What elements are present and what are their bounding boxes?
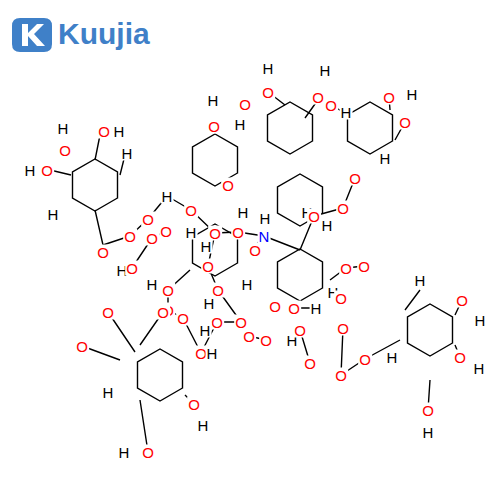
atom-label: O — [75, 339, 89, 354]
logo-text: Kuujia — [58, 16, 150, 52]
atom-label: O — [96, 245, 110, 260]
atom-label: H — [203, 296, 216, 311]
atom-label: H — [406, 87, 419, 102]
atom-label: H — [185, 225, 198, 240]
atom-label: H — [47, 207, 60, 222]
atom-label: O — [334, 291, 348, 306]
atom-label: O — [221, 178, 235, 193]
benzene-ring — [408, 304, 453, 356]
atom-label: H — [113, 124, 126, 139]
atom-label: H — [146, 277, 159, 292]
atom-label: H — [379, 151, 392, 166]
atom-label: H — [207, 93, 220, 108]
atom-label: O — [324, 98, 338, 113]
atom-label: O — [145, 231, 159, 246]
atom-label: O — [207, 119, 221, 134]
atom-label: O — [201, 259, 215, 274]
atom-label: H — [474, 313, 487, 328]
atom-label: H — [118, 445, 131, 460]
atom-label: O — [176, 311, 190, 326]
atom-label: O — [348, 171, 362, 186]
atom-label: H — [24, 163, 37, 178]
atom-label: O — [161, 283, 175, 298]
atom-label: O — [125, 261, 139, 276]
benzene-ring — [268, 102, 313, 154]
atom-label: O — [141, 445, 155, 460]
atom-label: O — [141, 212, 155, 227]
atom-label: H — [259, 211, 272, 226]
atom-label: O — [210, 315, 224, 330]
atom-label: O — [187, 397, 201, 412]
atom-label: O — [261, 85, 275, 100]
benzene-ring — [278, 174, 323, 226]
atom-label: O — [339, 261, 353, 276]
atom-label: O — [40, 163, 54, 178]
benzene-ring — [278, 249, 323, 301]
atom-label: H — [321, 218, 334, 233]
kuujia-logo-mark — [12, 18, 52, 52]
atom-label: H — [319, 63, 332, 78]
atom-label: H — [197, 418, 210, 433]
atom-label: H — [422, 425, 435, 440]
atom-label: O — [184, 203, 198, 218]
atom-label: O — [123, 229, 137, 244]
atom-label: O — [268, 299, 282, 314]
atom-label: H — [310, 301, 323, 316]
atom-label: O — [303, 356, 317, 371]
atom-label: O — [156, 305, 170, 320]
atom-label: H — [199, 323, 212, 338]
atom-label: O — [358, 352, 372, 367]
atom-label: H — [161, 189, 174, 204]
atom-label: O — [455, 293, 469, 308]
atom-label: H — [241, 277, 254, 292]
atom-label: O — [293, 323, 307, 338]
atom-label: H — [237, 205, 250, 220]
benzene-ring — [73, 159, 118, 211]
atom-label: O — [311, 90, 325, 105]
atom-label: O — [101, 305, 115, 320]
atom-label: H — [414, 273, 427, 288]
atom-label: O — [231, 225, 245, 240]
atom-label: H — [262, 61, 275, 76]
atom-label: O — [242, 329, 256, 344]
atom-label: O — [357, 259, 371, 274]
atom-label: H — [57, 121, 70, 136]
atom-label: O — [307, 209, 321, 224]
atom-label: H — [386, 350, 399, 365]
atom-label: H — [102, 385, 115, 400]
atom-label: O — [382, 90, 396, 105]
atom-label: O — [259, 333, 273, 348]
atom-label: H — [206, 346, 219, 361]
atom-label: O — [234, 315, 248, 330]
atom-label: N — [258, 229, 271, 244]
atom-label: O — [336, 201, 350, 216]
atom-label: O — [58, 143, 72, 158]
benzene-ring — [138, 349, 183, 401]
atom-label: O — [336, 321, 350, 336]
atom-label: O — [97, 124, 111, 139]
atom-label: O — [453, 350, 467, 365]
atom-label: O — [421, 403, 435, 418]
atom-label: O — [287, 301, 301, 316]
atom-label: H — [340, 105, 353, 120]
benzene-ring — [348, 102, 393, 154]
atom-label: O — [398, 115, 412, 130]
atom-label: O — [334, 368, 348, 383]
atom-label: H — [200, 239, 213, 254]
atom-label: O — [159, 224, 173, 239]
atom-label: H — [473, 361, 486, 376]
atom-label: H — [121, 146, 134, 161]
atom-label: O — [238, 97, 252, 112]
atom-label: H — [234, 117, 247, 132]
atom-label: O — [248, 243, 262, 258]
